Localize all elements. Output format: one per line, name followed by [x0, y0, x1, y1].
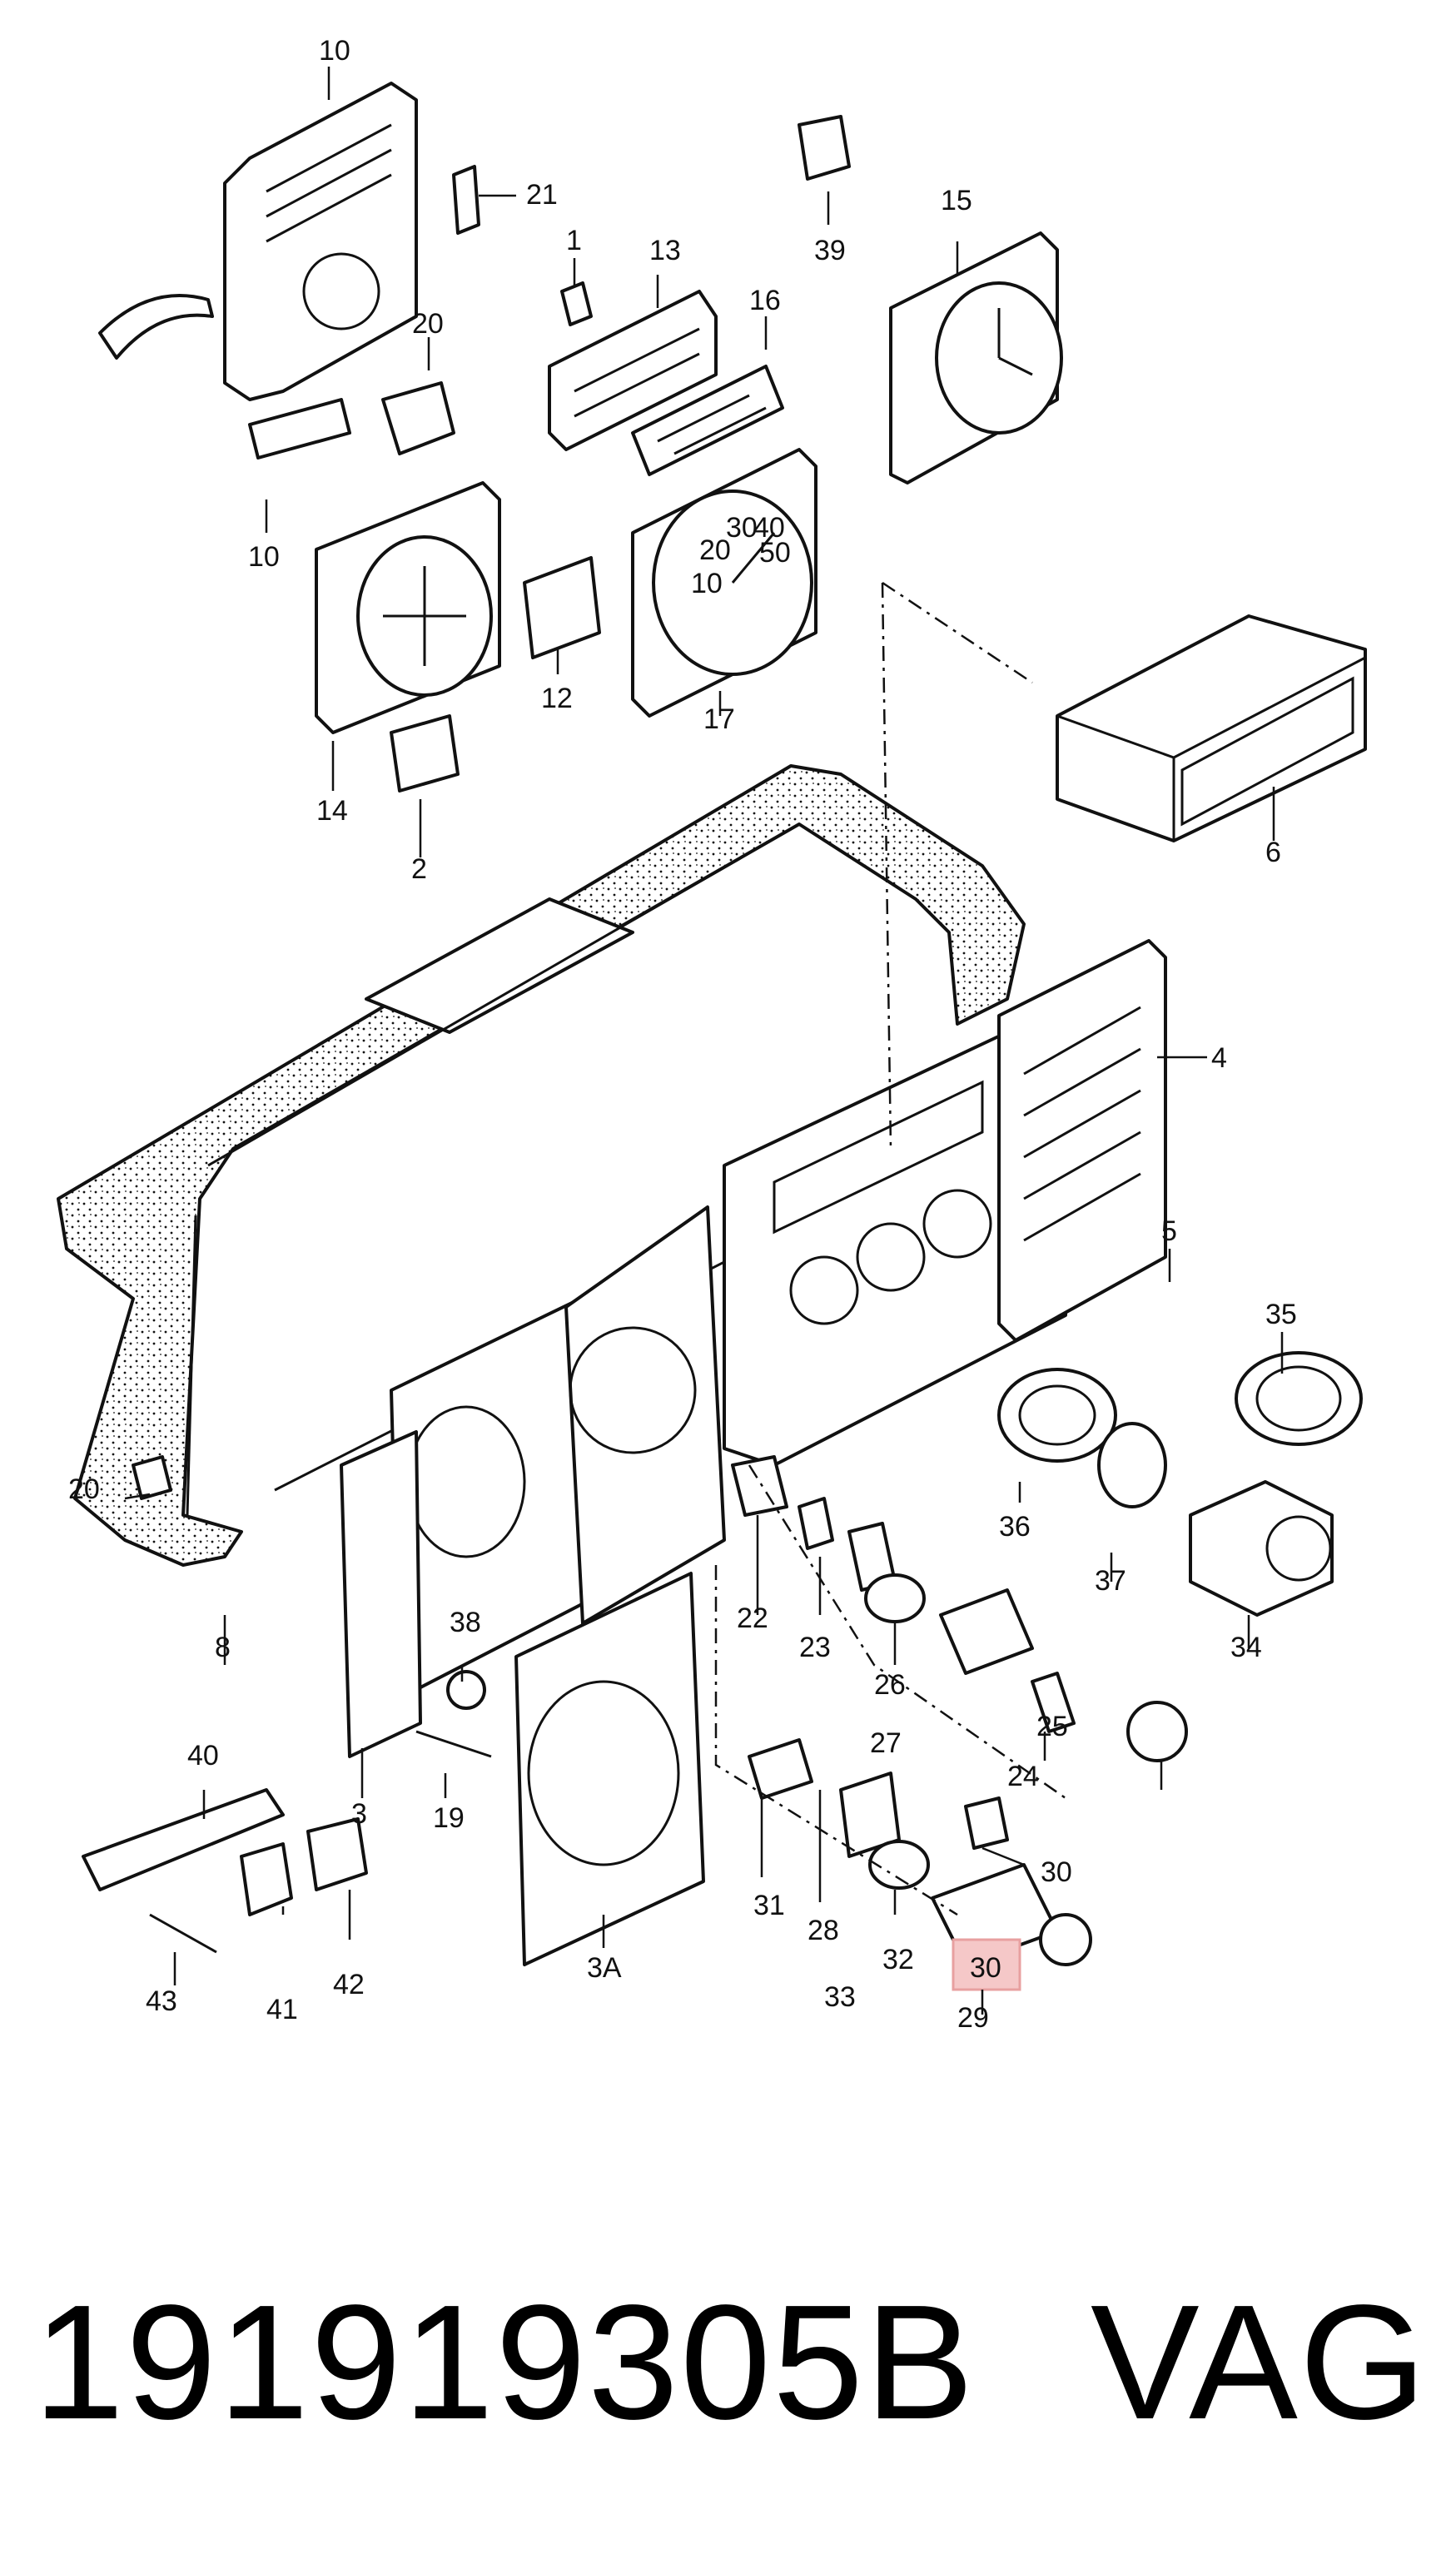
mounting-plate-part	[98, 82, 418, 460]
speedometer-part: 10 20 30 40 50	[631, 448, 817, 718]
callout-label: 34	[1230, 1632, 1262, 1663]
callout-label: 23	[799, 1632, 831, 1663]
callout-label: 10	[319, 35, 350, 67]
callout-label: 30	[1041, 1856, 1072, 1888]
callout-label: 27	[870, 1727, 902, 1759]
callout-label: 10	[248, 541, 280, 573]
callout-label: 25	[1036, 1711, 1068, 1742]
brand-text: VAG	[1091, 2271, 1429, 2453]
gauge-number-label: 30	[726, 512, 758, 544]
clock-gauge-part	[889, 231, 1063, 484]
callout-label: 12	[541, 683, 573, 714]
leader-lines	[124, 67, 1284, 2015]
callout-label: 8	[215, 1632, 231, 1663]
footer: 191919305B VAG	[0, 2248, 1456, 2497]
callout-label: 41	[266, 1994, 298, 2025]
callout-label: 15	[941, 185, 972, 216]
fuel-gauge-part	[315, 481, 501, 734]
cover-plate-part	[514, 1572, 705, 1966]
callout-label: 26	[874, 1669, 906, 1701]
gauge-number-label: 20	[699, 534, 731, 566]
callout-label: 6	[1265, 837, 1281, 868]
highlight-box	[952, 1938, 1021, 1991]
gauge-number-label: 50	[759, 537, 791, 569]
callout-label: 28	[808, 1915, 839, 1946]
callout-label: 40	[187, 1740, 219, 1771]
callout-label: 20	[68, 1473, 100, 1505]
callout-label: 3	[351, 1798, 367, 1830]
instrument-cluster-part	[340, 1205, 726, 1758]
callout-label: 21	[526, 179, 558, 211]
callout-label: 13	[649, 235, 681, 266]
callout-label: 14	[316, 795, 348, 827]
part-number-text: 191919305B	[33, 2271, 976, 2453]
callout-label: 20	[412, 308, 444, 340]
highlighted-callout-label: 30	[970, 1952, 1001, 1984]
callout-label: 2	[411, 853, 427, 885]
gauge-number-label: 10	[691, 568, 723, 599]
small-parts	[381, 115, 851, 793]
callout-label: 17	[703, 703, 735, 735]
callout-label: 1	[566, 225, 582, 256]
callout-label: 16	[749, 285, 781, 316]
callout-label: 5	[1161, 1215, 1177, 1247]
callout-label: 39	[814, 235, 846, 266]
callout-label: 19	[433, 1802, 465, 1834]
callout-label: 35	[1265, 1299, 1297, 1330]
gauge-number-label: 40	[753, 512, 785, 544]
center-console-part	[723, 939, 1167, 1467]
part-callouts: 10 21 1 13 16 39 15 20 10 12 17 14 2 6 4…	[68, 35, 1297, 2034]
storage-tray-part	[1056, 614, 1367, 842]
callout-label: 38	[450, 1607, 481, 1638]
callout-label: 42	[333, 1969, 365, 2000]
callout-label: 32	[882, 1944, 914, 1975]
callout-label: 37	[1095, 1565, 1126, 1597]
callout-label: 29	[957, 2002, 989, 2034]
connector-strip-part	[548, 290, 784, 476]
callout-label: 4	[1211, 1042, 1227, 1074]
callout-label: 3A	[587, 1952, 622, 1984]
switches-and-sockets	[731, 1455, 1188, 1991]
bracket-and-connectors	[82, 1455, 492, 1954]
callout-label: 31	[753, 1890, 785, 1921]
gauges-and-vents	[997, 1351, 1363, 1617]
callout-label: 24	[1007, 1761, 1039, 1792]
callout-label: 33	[824, 1981, 856, 2013]
callout-label: 22	[737, 1603, 768, 1634]
callout-label: 43	[146, 1985, 177, 2017]
callout-label: 36	[999, 1511, 1031, 1543]
